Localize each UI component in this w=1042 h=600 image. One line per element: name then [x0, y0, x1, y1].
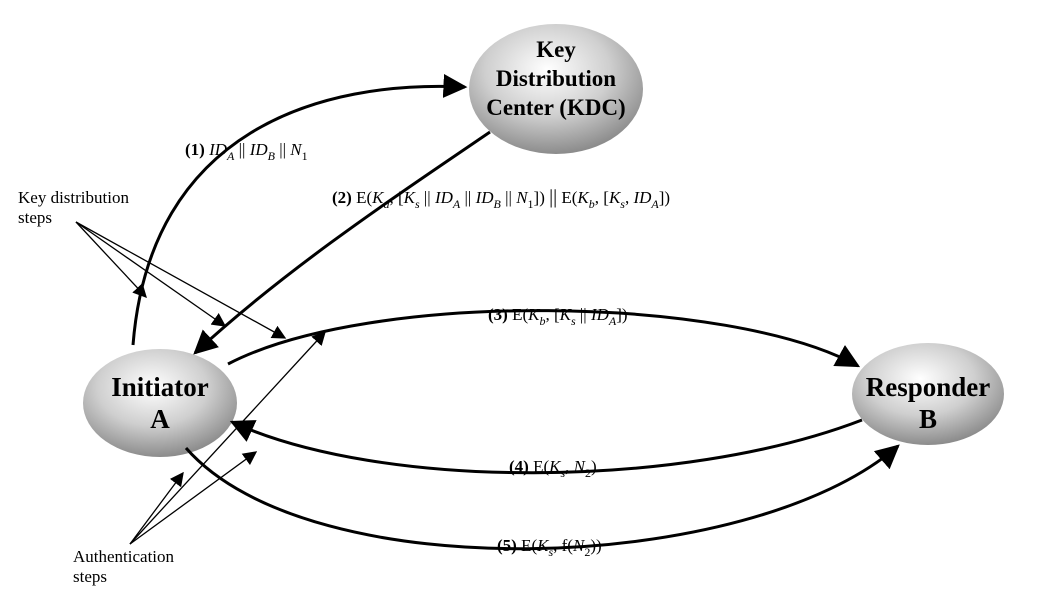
edge-step2 [193, 130, 491, 355]
edge-label-step4: (4) E(Ks, N2) [509, 457, 597, 480]
initiator-label-line2: A [150, 404, 170, 434]
kdc-node: Key Distribution Center (KDC) [469, 24, 643, 154]
edge-label-step3: (3) E(Kb, [Ks || IDA]) [488, 305, 628, 329]
responder-label-line2: B [919, 404, 937, 434]
kdc-label-line1: Key [536, 37, 576, 62]
initiator-label-line1: Initiator [111, 372, 209, 402]
edge-step3 [227, 309, 861, 368]
key-distribution-label-line1: Key distribution [18, 188, 129, 207]
responder-node: Responder B [852, 343, 1004, 445]
key-distribution-label-line2: steps [18, 208, 52, 227]
edge-step4 [229, 418, 863, 475]
edge-label-step5: (5) E(Ks, f(N2)) [497, 536, 602, 559]
authentication-label-line2: steps [73, 567, 107, 586]
kdc-label-line2: Distribution [496, 66, 616, 91]
authentication-label-line1: Authentication [73, 547, 175, 566]
edge-label-step2: (2) E(Ka, [Ks || IDA || IDB || N1]) || E… [332, 186, 670, 212]
authentication-pointers [129, 330, 326, 545]
key-distribution-pointers [75, 221, 287, 339]
edge-label-step1: (1) IDA || IDB || N1 [185, 140, 308, 164]
responder-label-line1: Responder [866, 372, 991, 402]
edge-step5 [184, 444, 900, 551]
initiator-node: Initiator A [83, 349, 237, 457]
kdc-label-line3: Center (KDC) [486, 95, 625, 120]
edge-step1 [131, 73, 468, 346]
